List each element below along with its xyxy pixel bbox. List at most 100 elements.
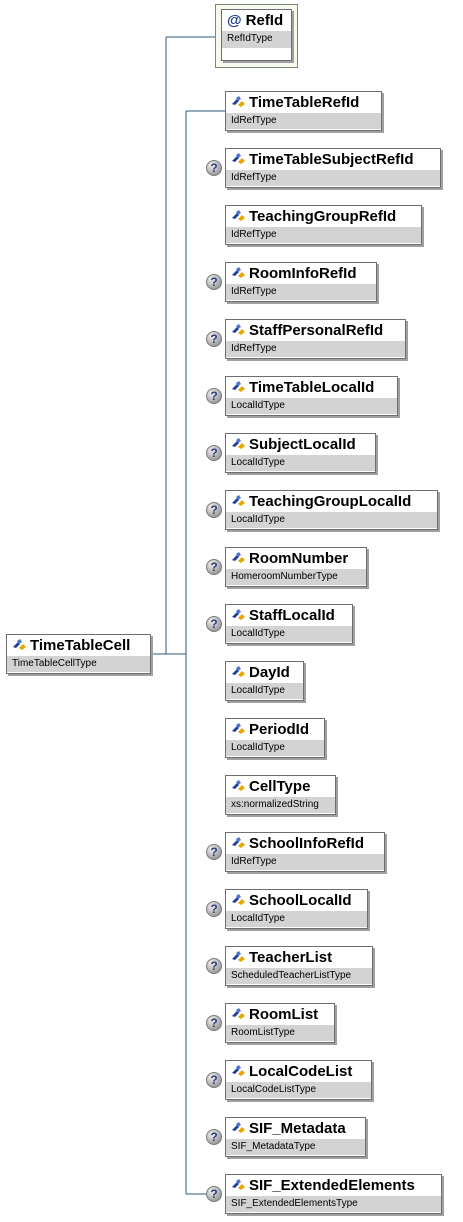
element-icon <box>232 609 245 620</box>
optional-marker-icon: ? <box>206 502 222 518</box>
element-icon <box>232 153 245 164</box>
root-element-type: TimeTableCellType <box>7 656 150 672</box>
element-name: SchoolLocalId <box>249 892 352 909</box>
element-name: TimeTableSubjectRefId <box>249 151 414 168</box>
element-type: xs:normalizedString <box>226 797 335 813</box>
element-icon <box>232 894 245 905</box>
element-name: CellType <box>249 778 311 795</box>
element-type: LocalIdType <box>226 398 397 414</box>
element-type: IdRefType <box>226 113 381 129</box>
element-name: TeachingGroupLocalId <box>249 493 412 510</box>
optional-marker-icon: ? <box>206 958 222 974</box>
element-type: IdRefType <box>226 227 421 243</box>
element-icon <box>232 951 245 962</box>
element-icon <box>13 639 26 650</box>
optional-marker-icon: ? <box>206 160 222 176</box>
optional-marker-icon: ? <box>206 1186 222 1202</box>
element-type: LocalIdType <box>226 626 352 642</box>
attribute-refid[interactable]: @RefId RefIdType <box>221 9 292 61</box>
element-type: HomeroomNumberType <box>226 569 366 585</box>
element-icon <box>232 1179 245 1190</box>
element-icon <box>232 723 245 734</box>
element-type: IdRefType <box>226 854 384 870</box>
optional-marker-icon: ? <box>206 274 222 290</box>
element-type: IdRefType <box>226 284 376 300</box>
element-icon <box>232 210 245 221</box>
element-celltype[interactable]: CellType xs:normalizedString <box>225 775 336 815</box>
element-name: StaffLocalId <box>249 607 335 624</box>
element-name: RoomInfoRefId <box>249 265 357 282</box>
optional-marker-icon: ? <box>206 1015 222 1031</box>
element-name: SubjectLocalId <box>249 436 356 453</box>
element-icon <box>232 438 245 449</box>
element-name: TimeTableRefId <box>249 94 360 111</box>
optional-marker-icon: ? <box>206 388 222 404</box>
element-type: LocalIdType <box>226 512 437 528</box>
element-name: TeachingGroupRefId <box>249 208 397 225</box>
element-icon <box>232 666 245 677</box>
element-type: LocalIdType <box>226 683 303 699</box>
element-type: IdRefType <box>226 341 405 357</box>
element-name: RoomList <box>249 1006 319 1023</box>
element-icon <box>232 1008 245 1019</box>
element-name: StaffPersonalRefId <box>249 322 384 339</box>
element-type: SIF_MetadataType <box>226 1139 365 1155</box>
element-icon <box>232 96 245 107</box>
element-name: SIF_Metadata <box>249 1120 346 1137</box>
element-type: IdRefType <box>226 170 440 186</box>
element-name: SIF_ExtendedElements <box>249 1177 415 1194</box>
element-type: LocalCodeListType <box>226 1082 371 1098</box>
attributes-group: @RefId RefIdType <box>215 4 298 68</box>
element-type: LocalIdType <box>226 740 324 756</box>
optional-marker-icon: ? <box>206 616 222 632</box>
optional-marker-icon: ? <box>206 901 222 917</box>
root-element[interactable]: TimeTableCell TimeTableCellType <box>6 634 151 674</box>
element-icon <box>232 552 245 563</box>
element-icon <box>232 324 245 335</box>
element-icon <box>232 495 245 506</box>
root-element-name: TimeTableCell <box>30 637 131 654</box>
attribute-icon: @ <box>227 12 242 29</box>
optional-marker-icon: ? <box>206 331 222 347</box>
element-icon <box>232 1065 245 1076</box>
element-name: LocalCodeList <box>249 1063 353 1080</box>
element-type: SIF_ExtendedElementsType <box>226 1196 441 1212</box>
element-name: PeriodId <box>249 721 310 738</box>
element-type: LocalIdType <box>226 455 375 471</box>
element-type: RoomListType <box>226 1025 334 1041</box>
element-icon <box>232 780 245 791</box>
element-icon <box>232 837 245 848</box>
element-icon <box>232 1122 245 1133</box>
element-name: TimeTableLocalId <box>249 379 375 396</box>
optional-marker-icon: ? <box>206 559 222 575</box>
element-name: RoomNumber <box>249 550 349 567</box>
optional-marker-icon: ? <box>206 445 222 461</box>
optional-marker-icon: ? <box>206 844 222 860</box>
element-type: ScheduledTeacherListType <box>226 968 372 984</box>
attribute-type: RefIdType <box>222 31 291 48</box>
element-name: DayId <box>249 664 290 681</box>
element-icon <box>232 267 245 278</box>
optional-marker-icon: ? <box>206 1129 222 1145</box>
element-name: SchoolInfoRefId <box>249 835 364 852</box>
